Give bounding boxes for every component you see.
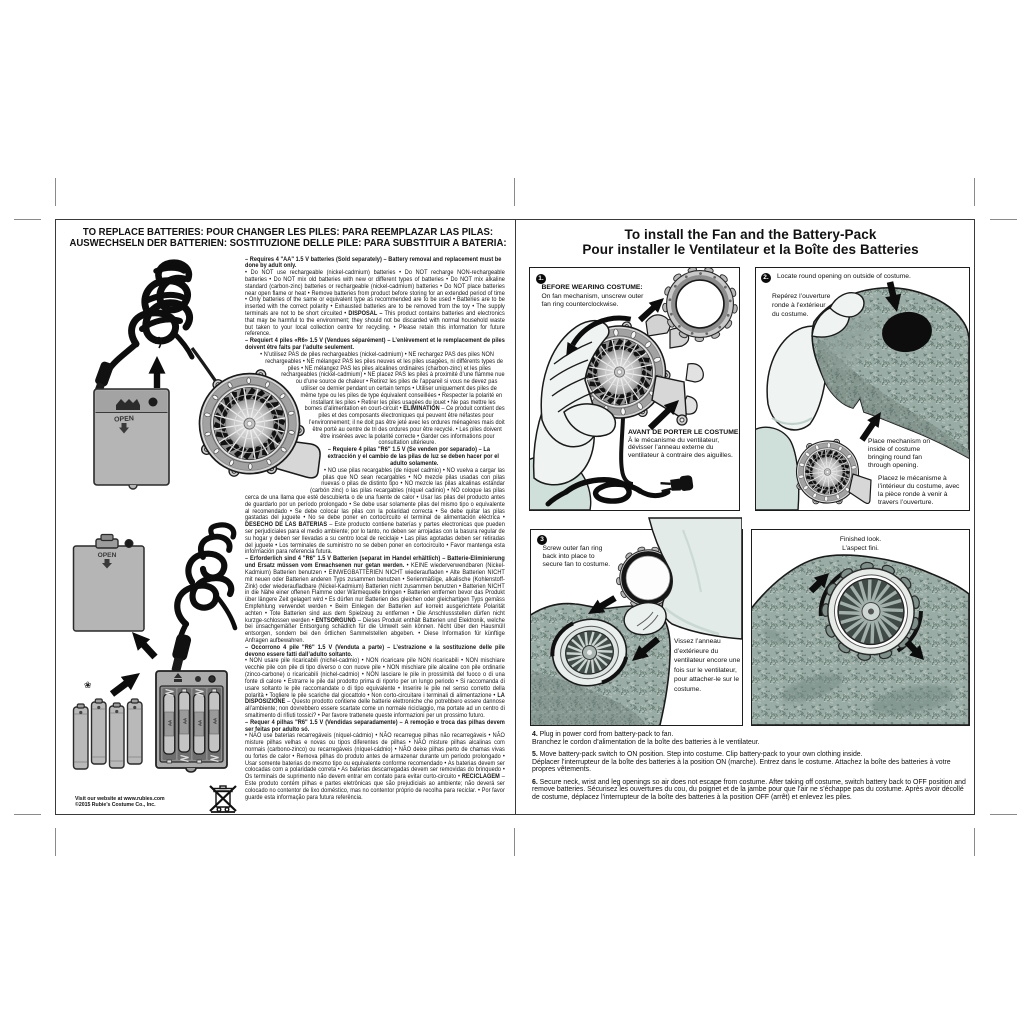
svg-text:AA: AA bbox=[182, 718, 187, 724]
svg-text:OPEN: OPEN bbox=[114, 415, 134, 423]
svg-text:❀: ❀ bbox=[84, 680, 92, 690]
svg-text:AA: AA bbox=[197, 720, 202, 726]
svg-text:AA: AA bbox=[167, 720, 172, 726]
svg-text:OPEN: OPEN bbox=[98, 552, 117, 559]
svg-text:AA: AA bbox=[212, 718, 217, 724]
